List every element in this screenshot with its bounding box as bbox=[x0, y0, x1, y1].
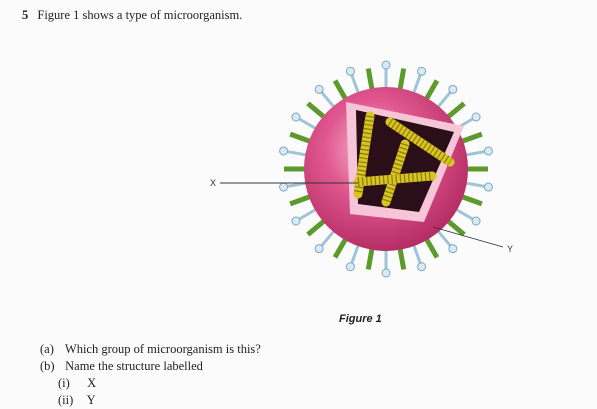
surface-spikes bbox=[279, 60, 493, 278]
spike-head bbox=[471, 112, 481, 122]
spike-head bbox=[314, 244, 324, 254]
subpart-ii: (ii) Y bbox=[58, 393, 96, 408]
part-b-text: Name the structure labelled bbox=[65, 359, 203, 373]
question-number: 5 bbox=[22, 8, 29, 22]
spike-protein bbox=[445, 218, 466, 237]
spike-protein bbox=[445, 101, 466, 120]
virus-figure: X Y bbox=[200, 44, 580, 294]
spike-head bbox=[471, 216, 481, 226]
spike-protein bbox=[306, 101, 327, 120]
subpart-i: (i) X bbox=[58, 376, 96, 391]
spike-head bbox=[291, 112, 301, 122]
subpart-i-text: X bbox=[87, 376, 97, 390]
question-stem: Figure 1 shows a type of microorganism. bbox=[37, 8, 243, 22]
spike-head bbox=[291, 216, 301, 226]
spike-head bbox=[483, 182, 493, 192]
subpart-ii-label: (ii) bbox=[58, 393, 74, 407]
spike-head bbox=[381, 60, 391, 70]
spike-protein bbox=[460, 131, 483, 144]
spike-protein bbox=[365, 247, 375, 270]
rna-coil bbox=[385, 117, 455, 167]
rna-coils bbox=[353, 111, 455, 207]
spike-head bbox=[345, 262, 355, 272]
question-header: 5 Figure 1 shows a type of microorganism… bbox=[22, 8, 242, 23]
spike-protein bbox=[397, 68, 407, 91]
spike-head bbox=[279, 182, 289, 192]
spike-protein bbox=[332, 79, 349, 101]
spike-head bbox=[448, 84, 458, 94]
spike-head bbox=[417, 262, 427, 272]
spike-head bbox=[345, 66, 355, 76]
spike-protein bbox=[423, 79, 440, 101]
figure-caption: Figure 1 bbox=[339, 313, 382, 325]
label-y: Y bbox=[507, 244, 513, 254]
spike-protein bbox=[289, 131, 312, 144]
spike-head bbox=[448, 244, 458, 254]
part-b: (b) Name the structure labelled bbox=[40, 359, 203, 374]
spike-protein bbox=[306, 218, 327, 237]
spike-protein bbox=[460, 194, 483, 207]
spike-head bbox=[417, 66, 427, 76]
subpart-i-label: (i) bbox=[58, 376, 70, 390]
label-line-y bbox=[432, 226, 504, 248]
spike-head bbox=[483, 146, 493, 156]
spike-protein bbox=[365, 68, 375, 91]
spike-protein bbox=[289, 194, 312, 207]
spike-protein bbox=[332, 237, 349, 259]
part-a: (a) Which group of microorganism is this… bbox=[40, 342, 261, 357]
spike-protein bbox=[423, 237, 440, 259]
spike-protein bbox=[397, 247, 407, 270]
virus-diagram: X Y bbox=[210, 60, 513, 278]
subpart-ii-text: Y bbox=[86, 393, 96, 407]
rna-coil-turns bbox=[353, 115, 375, 195]
rna-coil bbox=[353, 171, 437, 187]
spike-head bbox=[381, 268, 391, 278]
spike-head bbox=[279, 146, 289, 156]
virus-core bbox=[356, 110, 454, 212]
label-x: X bbox=[210, 178, 216, 188]
spike-head bbox=[314, 84, 324, 94]
rna-coil-turns bbox=[381, 142, 410, 204]
part-a-label: (a) bbox=[40, 342, 54, 356]
part-b-label: (b) bbox=[40, 359, 55, 373]
part-a-text: Which group of microorganism is this? bbox=[64, 342, 261, 356]
